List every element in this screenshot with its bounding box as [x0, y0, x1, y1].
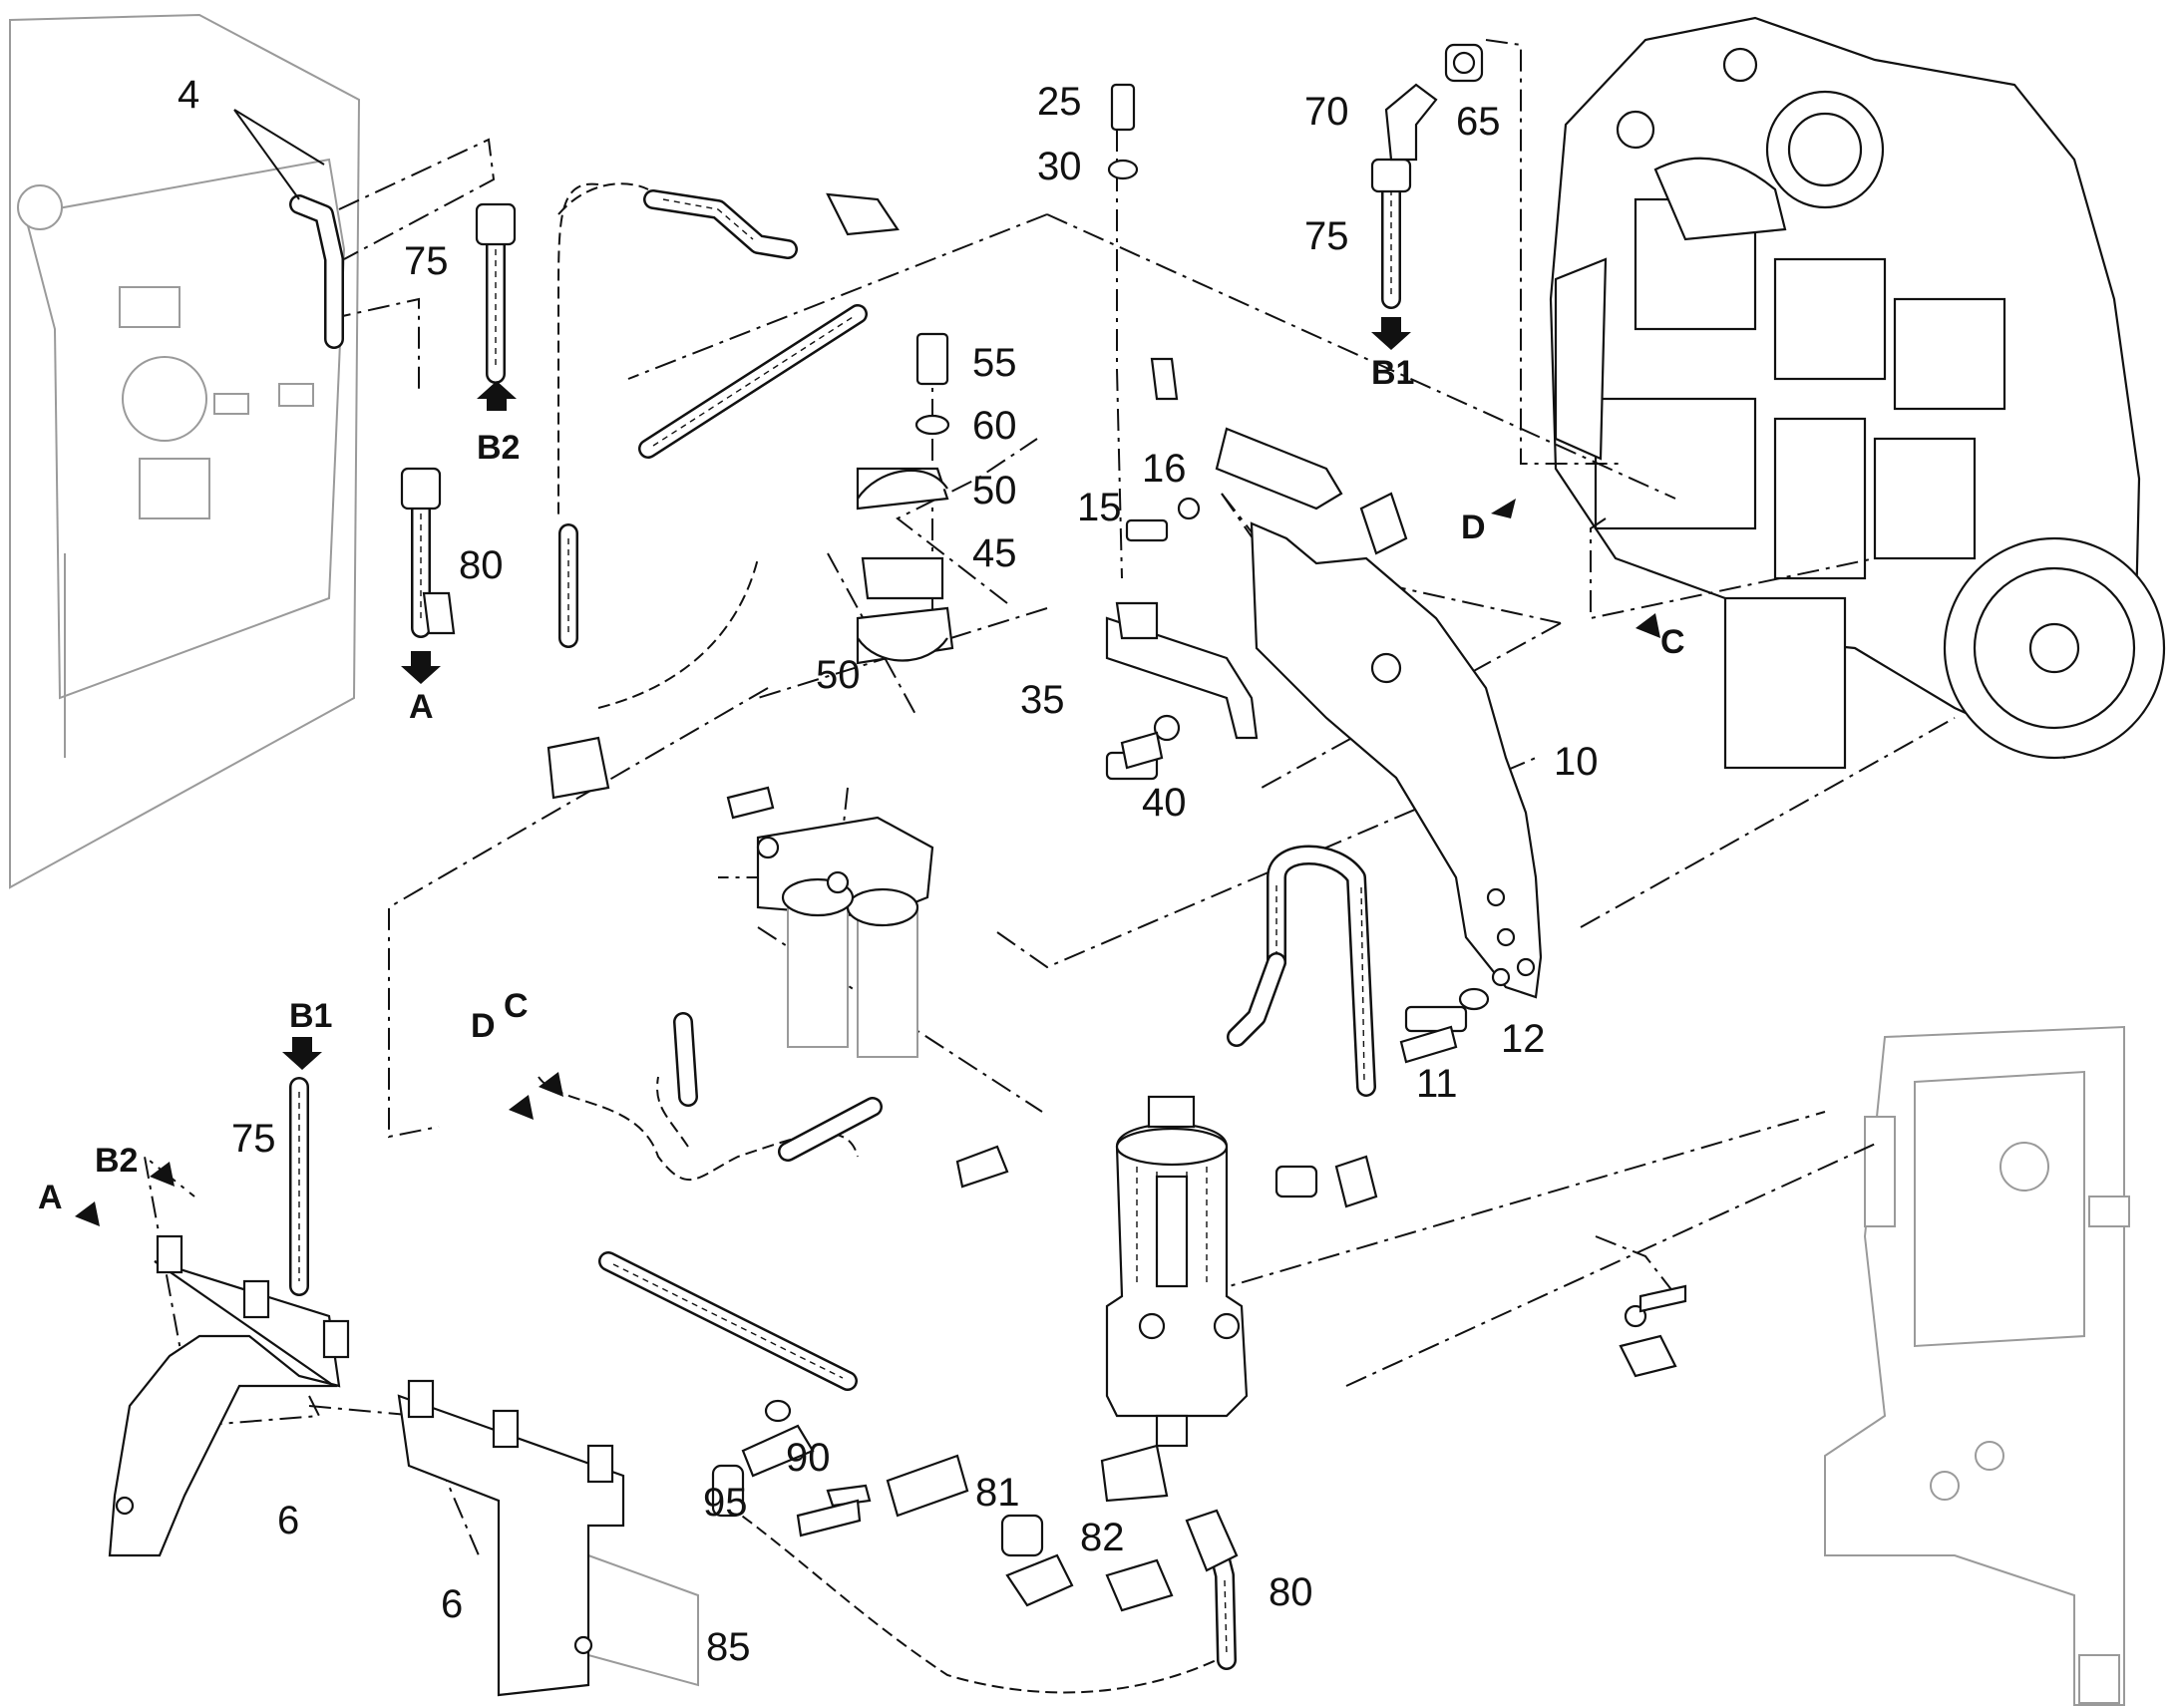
callout-16: 16 [1142, 447, 1187, 491]
arrow-b1-left [282, 1037, 322, 1070]
callout-4-leaders [233, 109, 325, 200]
callout-45: 45 [972, 531, 1017, 575]
arrow-a-left [75, 1201, 100, 1226]
pressure-sensor [1150, 357, 1408, 555]
connector-c-mid: C [504, 987, 529, 1025]
connector-a-left: A [38, 1179, 63, 1216]
callout-40: 40 [1142, 781, 1187, 825]
callout-35: 35 [1020, 678, 1065, 722]
sensor-bracket [1105, 601, 1259, 740]
connector-c-right: C [1660, 623, 1685, 661]
engine-bracket [1250, 521, 1543, 999]
arrow-c-right [1635, 613, 1660, 638]
clip-bracket-left [108, 1234, 350, 1557]
hose-upper-diagonal [638, 304, 868, 459]
callout-12: 12 [1501, 1017, 1546, 1061]
callout-6-left: 6 [277, 1499, 299, 1542]
callout-11: 11 [1416, 1062, 1458, 1106]
hose-inverted-u [1227, 845, 1376, 1097]
clip-85 [711, 1464, 745, 1518]
callout-75-top: 75 [404, 239, 449, 283]
callout-15: 15 [1077, 486, 1122, 529]
callout-25: 25 [1037, 80, 1082, 124]
callout-65: 65 [1456, 100, 1501, 144]
callout-60: 60 [972, 404, 1017, 448]
connector-b2-top: B2 [477, 429, 520, 467]
dual-fuel-filter [756, 816, 934, 1058]
callout-4: 4 [178, 73, 199, 117]
arrow-b1-right [1371, 317, 1411, 350]
callout-50-bottom: 50 [816, 653, 861, 697]
callout-80-bottom: 80 [1269, 1570, 1313, 1614]
direction-arrows [75, 317, 1660, 1226]
arrow-a-top [401, 651, 441, 684]
connector-b1-left: B1 [289, 997, 332, 1035]
callout-50-top: 50 [972, 469, 1017, 512]
hose-fuel-filter-vertical [673, 1012, 698, 1107]
arrow-b2-left [150, 1162, 175, 1187]
callout-75-right: 75 [1304, 214, 1349, 258]
callout-70: 70 [1304, 90, 1349, 134]
callout-6-right: 6 [441, 1582, 463, 1626]
clamps [857, 469, 948, 662]
connector-labels: A B2 B1 D C B1 D C B2 A [38, 354, 1685, 1216]
callout-81: 81 [975, 1471, 1020, 1515]
tank-frame-ghost [9, 13, 361, 889]
engine-block [1549, 16, 2166, 770]
callout-30: 30 [1037, 145, 1082, 188]
hose-4-tank [289, 194, 344, 349]
arrow-b2-top [477, 381, 517, 411]
hose-filter-small [778, 1097, 883, 1162]
fuel-water-separator [1105, 1095, 1249, 1448]
bolts [726, 731, 1687, 1537]
connector-a-top: A [409, 688, 434, 726]
arrow-d-right [1491, 499, 1516, 518]
callout-80-top: 80 [459, 543, 504, 587]
connector-d-right: D [1461, 509, 1486, 546]
callout-85: 85 [706, 1625, 751, 1669]
callout-labels: 4 75 80 25 30 70 65 75 55 60 50 45 50 16… [178, 73, 1599, 1669]
connector-b1-right: B1 [1371, 354, 1414, 392]
callout-95: 95 [703, 1481, 748, 1525]
callout-10: 10 [1554, 740, 1599, 784]
bracket-base-ghost [587, 1553, 699, 1687]
clip-bracket-right [397, 1379, 625, 1697]
arrow-c-mid [539, 1072, 563, 1097]
connector-d-mid: D [471, 1007, 496, 1045]
callout-82: 82 [1080, 1516, 1125, 1559]
chassis-frame-ghost [1824, 1025, 2130, 1706]
callout-90: 90 [786, 1436, 831, 1480]
callout-55: 55 [972, 341, 1017, 385]
callout-75-left: 75 [231, 1117, 276, 1161]
hose-top-center [643, 189, 798, 259]
connector-b2-left: B2 [95, 1142, 138, 1180]
hose-lower-long [598, 1251, 858, 1391]
arrow-d-mid [509, 1095, 534, 1120]
